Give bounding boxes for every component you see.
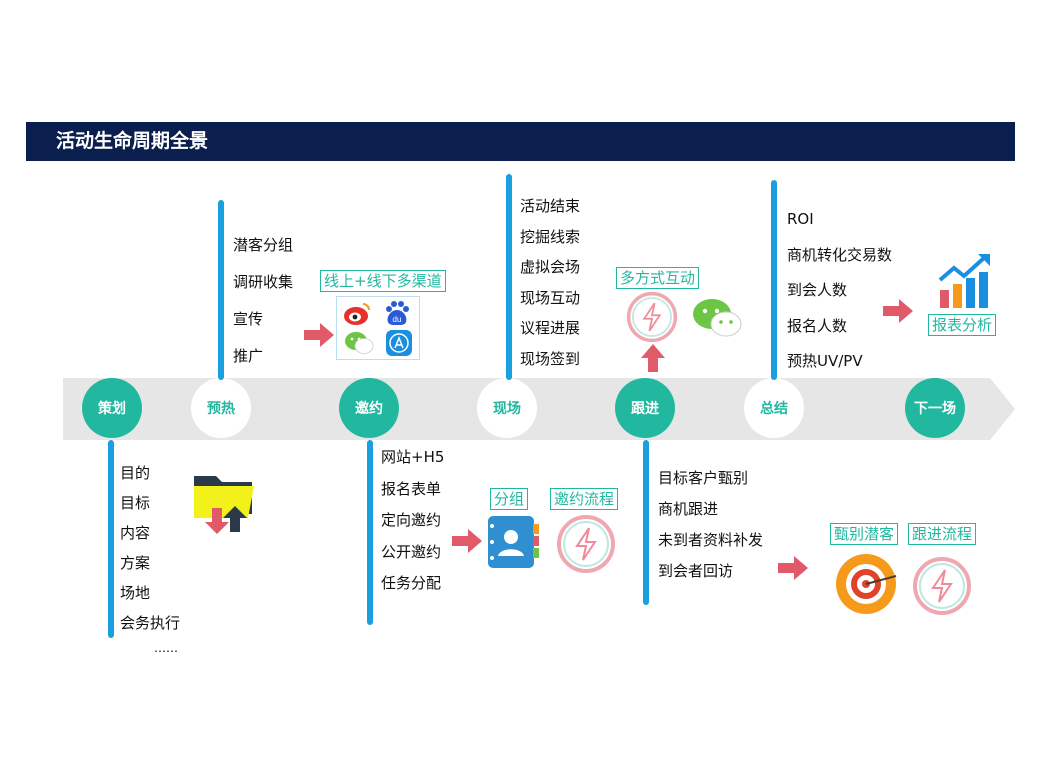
list-item: 现场签到: [520, 349, 581, 368]
lightning-icon: [626, 291, 678, 343]
stage-next: 下一场: [905, 378, 965, 438]
followup-list: 目标客户甄别 商机跟进 未到者资料补发 到会者回访: [658, 463, 763, 587]
list-item: 调研收集: [233, 273, 294, 291]
list-item: 潜客分组: [233, 236, 294, 254]
list-item: 活动结束: [520, 197, 581, 215]
list-item: 到会人数: [787, 281, 848, 299]
stage-summary: 总结: [744, 378, 804, 438]
list-item: 虚拟会场: [520, 258, 581, 276]
wechat-icon: [693, 299, 742, 337]
weibo-icon: [344, 303, 370, 325]
list-item: 商机转化交易数: [787, 245, 893, 264]
interaction-label: 多方式互动: [616, 267, 700, 289]
target-icon: [836, 554, 897, 614]
screen-prospects-label: 甄别潜客: [830, 523, 899, 545]
list-item: 预热UV/PV: [787, 352, 863, 370]
stage-onsite: 现场: [477, 378, 537, 438]
list-item: 议程进展: [520, 319, 581, 337]
invite-list: 网站+H5 报名表单 定向邀约 公开邀约 任务分配: [381, 442, 444, 600]
planning-list: 目的 目标 内容 方案 场地 会务执行 ……: [120, 458, 180, 658]
list-item: 网站+H5: [381, 448, 445, 466]
channel-icons: du: [336, 296, 420, 360]
arrow-up-icon: [641, 344, 665, 372]
list-item: 未到者资料补发: [658, 531, 764, 549]
lightning-icon: [557, 515, 615, 573]
folder-upload-icon: [194, 476, 254, 534]
followup-connector: [643, 440, 649, 605]
baidu-icon: du: [386, 301, 409, 325]
svg-text:du: du: [393, 315, 402, 324]
list-item: 定向邀约: [381, 511, 442, 529]
title-bar: [26, 122, 1015, 161]
arrow-right-icon: [452, 529, 482, 553]
warmup-connector: [218, 200, 224, 380]
planning-connector: [108, 440, 114, 638]
stage-warmup: 预热: [191, 378, 251, 438]
app-store-icon: [386, 330, 412, 356]
bar-chart-icon: [938, 254, 990, 308]
list-item: 任务分配: [381, 574, 442, 592]
stage-planning: 策划: [82, 378, 142, 438]
list-item: 报名人数: [787, 316, 848, 335]
report-analysis-label: 报表分析: [928, 314, 997, 336]
list-item: 商机跟进: [658, 500, 719, 518]
list-item: ……: [154, 641, 178, 655]
list-item: 目标客户甄别: [658, 469, 749, 487]
summary-list: ROI 商机转化交易数 到会人数 报名人数 预热UV/PV: [787, 202, 892, 380]
warmup-channel-label: 线上+线下多渠道: [320, 270, 446, 292]
onsite-connector: [506, 174, 512, 380]
wechat-icon: [345, 332, 374, 354]
onsite-list: 活动结束 挖掘线索 虚拟会场 现场互动 议程进展 现场签到: [520, 191, 580, 374]
followup-flow-label: 跟进流程: [908, 523, 977, 545]
list-item: 报名表单: [381, 479, 442, 498]
list-item: 场地: [120, 584, 151, 602]
stage-followup: 跟进: [615, 378, 675, 438]
lightning-icon: [913, 557, 971, 615]
list-item: 挖掘线索: [520, 227, 581, 246]
arrow-right-icon: [304, 323, 334, 347]
arrow-right-icon: [778, 556, 808, 580]
list-item: 公开邀约: [381, 542, 442, 561]
page-title: 活动生命周期全景: [56, 130, 209, 152]
invite-flow-label: 邀约流程: [550, 488, 619, 510]
list-item: 方案: [120, 554, 151, 572]
summary-connector: [771, 180, 777, 380]
arrow-right-icon: [883, 299, 913, 323]
list-item: 目标: [120, 494, 151, 512]
list-item: 内容: [120, 524, 151, 542]
list-item: 推广: [233, 347, 264, 365]
list-item: 现场互动: [520, 288, 581, 307]
warmup-list: 潜客分组 调研收集 宣传 推广: [233, 227, 293, 375]
invite-connector: [367, 440, 373, 625]
list-item: 目的: [120, 464, 151, 482]
list-item: 会务执行: [120, 614, 181, 632]
list-item: 到会者回访: [658, 562, 734, 580]
stage-invite: 邀约: [339, 378, 399, 438]
list-item: ROI: [787, 210, 814, 228]
list-item: 宣传: [233, 310, 264, 328]
invite-group-label: 分组: [490, 488, 529, 510]
contacts-book-icon: [488, 516, 539, 568]
